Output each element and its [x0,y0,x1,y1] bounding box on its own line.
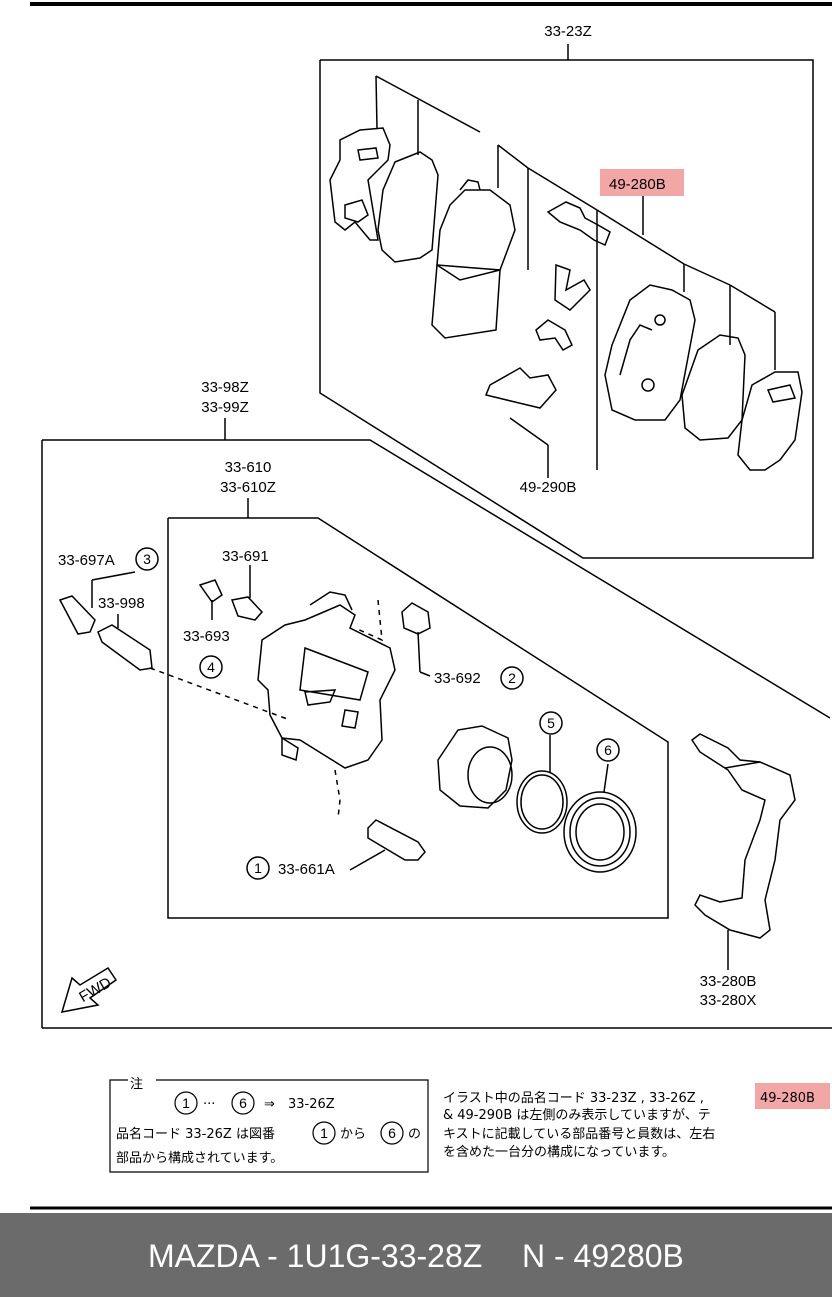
shim-kit-label: 49-280B [609,176,666,193]
bolt-num: 1 [254,860,262,876]
note-text2: & 49-290B は左側のみ表示していますが、テ [443,1108,711,1123]
note-dots: ··· [203,1097,215,1112]
pin-boot-num-circle [135,547,159,571]
dust-boot-num: 2 [508,670,516,686]
caliper-parts [58,565,796,1013]
item5-num-circle [539,711,563,735]
note-title: 注 [130,1077,143,1092]
pad-kit-group [319,44,814,559]
bleeder-cap-label: 33-693 [183,628,230,645]
note-line2a: 品名コード 33-26Z は図番 [116,1126,275,1142]
note-code: 33-26Z [288,1097,335,1112]
note-text4: を含めた一台分の構成になっています。 [443,1144,675,1160]
bolt-num-circle [246,856,270,880]
note-line2b: から [340,1127,366,1142]
note-line2-n1: 1 [320,1125,328,1141]
note-text1: イラスト中の品名コード 33-23Z , 33-26Z , [443,1090,704,1106]
note-line2-n2: 6 [388,1125,396,1141]
item6-num: 6 [604,742,612,758]
clip-kit-label: 49-290B [520,479,577,496]
caliper-body-label-2: 33-610Z [220,479,276,496]
parts-diagram: FWD 33-23Z 49-280B 49-290B 33-98Z 33-99Z… [30,2,832,1210]
bolt-label: 33-661A [278,861,335,878]
note-n1: 1 [182,1095,190,1111]
pin-boot-num: 3 [143,551,151,567]
note-arrow: ⇒ [264,1097,275,1112]
item4-num-circle [199,655,223,679]
caliper-assy-label-2: 33-99Z [201,399,249,416]
footer-part-code: MAZDA - 1U1G-33-28Z [148,1238,483,1274]
item5-num: 5 [547,715,555,731]
note-text3: キストに記載している部品番号と員数は、左右 [443,1126,715,1142]
dust-boot-num-circle [500,666,524,690]
note-box: 注 1 ··· 6 ⇒ 33-26Z 品名コード 33-26Z は図番 1 から… [109,1077,429,1173]
highlight-note-49-280b [755,1083,830,1109]
note-line2c: の [408,1127,421,1142]
caliper-body-label-1: 33-610 [225,459,272,476]
footer-alt-code: N - 49280B [522,1238,684,1274]
note-n6: 6 [239,1095,247,1111]
note-line3: 部品から構成されています。 [116,1151,283,1166]
caliper-assy-label-1: 33-98Z [201,379,249,396]
note-text1-hl: 49-280B [760,1091,815,1106]
item4-num: 4 [207,659,215,675]
guide-pin-label: 33-998 [98,595,145,612]
pin-boot-label: 33-697A [58,552,115,569]
bleeder-label: 33-691 [222,548,269,565]
dust-boot-label: 33-692 [434,670,481,687]
bracket-label-2: 33-280X [700,992,757,1009]
caliper-assy-group [41,418,832,1029]
bracket-label-1: 33-280B [700,973,757,990]
pad-kit-label: 33-23Z [544,23,592,40]
item6-num-circle [596,738,620,762]
fwd-label: FWD [76,974,114,1006]
footer-bar: MAZDA - 1U1G-33-28Z N - 49280B [0,1213,832,1297]
highlight-49-280b-box [600,169,684,196]
